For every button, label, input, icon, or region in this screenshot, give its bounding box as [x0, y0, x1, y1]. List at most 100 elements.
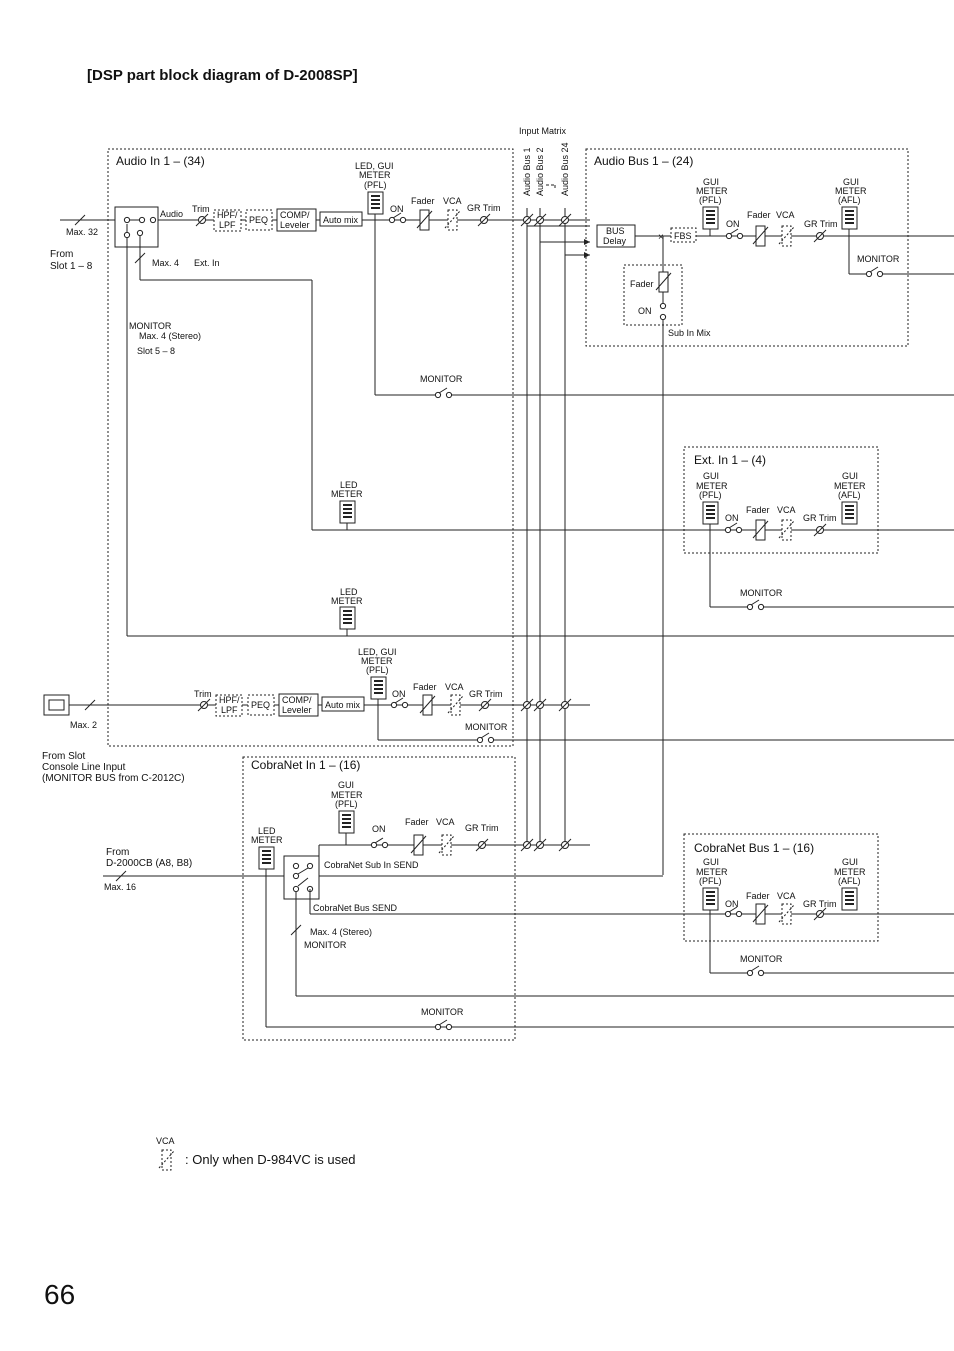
console-comp-leveler-block: [278, 693, 319, 717]
audio-in-section-title: Audio In 1 – (34): [116, 154, 205, 168]
svg-text:MONITOR: MONITOR: [304, 940, 347, 950]
svg-text:METER: METER: [331, 790, 363, 800]
svg-text:LED, GUI: LED, GUI: [358, 647, 397, 657]
auto-mix-block: [319, 211, 363, 227]
svg-text:Fader: Fader: [747, 210, 771, 220]
svg-text:VCA: VCA: [443, 196, 462, 206]
matrix-bus-2-label: Audio Bus 2: [535, 147, 545, 196]
svg-text:ON: ON: [390, 204, 404, 214]
svg-text:MONITOR: MONITOR: [465, 722, 508, 732]
svg-text:Sub In Mix: Sub In Mix: [668, 328, 711, 338]
ext-in-pfl-meter: [702, 501, 719, 525]
svg-text:MONITOR: MONITOR: [420, 374, 463, 384]
svg-text:CobraNet In 1 – (16): CobraNet In 1 – (16): [251, 758, 360, 772]
svg-text:ON: ON: [372, 824, 386, 834]
audio-bus-afl-meter: [841, 206, 858, 230]
fbs-block: [670, 227, 697, 243]
sub-in-mix-block: [623, 264, 683, 326]
svg-text:Max. 4 (Stereo): Max. 4 (Stereo): [310, 927, 372, 937]
svg-text:Ext. In 1 – (4): Ext. In 1 – (4): [694, 453, 766, 467]
svg-text:MONITOR: MONITOR: [129, 321, 172, 331]
svg-text:Max. 2: Max. 2: [70, 720, 97, 730]
cobranet-router: [283, 855, 320, 900]
svg-text:GUI: GUI: [703, 857, 719, 867]
svg-text:(PFL): (PFL): [366, 665, 389, 675]
svg-text:(AFL): (AFL): [838, 490, 861, 500]
legend-text: : Only when D-984VC is used: [185, 1152, 356, 1167]
svg-text:GUI: GUI: [703, 471, 719, 481]
svg-text:BUS: BUS: [606, 226, 625, 236]
svg-text:VCA: VCA: [436, 817, 455, 827]
peq-block: [245, 209, 273, 231]
svg-text:(PFL): (PFL): [699, 876, 722, 886]
svg-text:METER: METER: [696, 186, 728, 196]
cobranet-in-led-meter: [258, 846, 275, 870]
svg-text:METER: METER: [361, 656, 393, 666]
svg-text:HPF/: HPF/: [217, 210, 238, 220]
page-title: [DSP part block diagram of D-2008SP]: [87, 67, 358, 84]
svg-text:GR Trim: GR Trim: [803, 899, 837, 909]
vca-legend-icon: [158, 1149, 175, 1171]
svg-text:Auto mix: Auto mix: [323, 215, 359, 225]
svg-text:METER: METER: [834, 481, 866, 491]
svg-text:MONITOR: MONITOR: [740, 954, 783, 964]
trim-label: Trim: [192, 204, 210, 214]
svg-text:METER: METER: [251, 835, 283, 845]
page-number: 66: [44, 1279, 75, 1310]
svg-text:CobraNet Bus 1 – (16): CobraNet Bus 1 – (16): [694, 841, 814, 855]
audio-in-section: [107, 148, 514, 747]
audio-in-meter: [367, 191, 384, 215]
cobranet-bus-afl-meter: [841, 887, 858, 911]
svg-text:×: ×: [658, 232, 664, 243]
rj45-connector-icon: [43, 694, 70, 716]
svg-text:Leveler: Leveler: [280, 220, 310, 230]
svg-text:ON: ON: [725, 513, 739, 523]
svg-text:VCA: VCA: [156, 1136, 175, 1146]
svg-text:Fader: Fader: [405, 817, 429, 827]
matrix-bus-1-label: Audio Bus 1: [522, 147, 532, 196]
ext-in-afl-meter: [841, 501, 858, 525]
svg-text:GR Trim: GR Trim: [467, 203, 501, 213]
svg-text:Fader: Fader: [746, 891, 770, 901]
console-meter: [370, 676, 387, 700]
svg-text:METER: METER: [696, 481, 728, 491]
comp-leveler-block: [276, 208, 317, 232]
svg-text:Audio Bus 1 – (24): Audio Bus 1 – (24): [594, 154, 693, 168]
svg-text:VCA: VCA: [776, 210, 795, 220]
audio-in-router: [114, 206, 159, 248]
svg-text:Max. 4: Max. 4: [152, 258, 179, 268]
svg-text:VCA: VCA: [777, 891, 796, 901]
svg-text:METER: METER: [331, 489, 363, 499]
svg-text:Delay: Delay: [603, 236, 627, 246]
svg-text:(MONITOR BUS from C-2012C): (MONITOR BUS from C-2012C): [42, 773, 185, 784]
svg-text:Leveler: Leveler: [282, 705, 312, 715]
svg-text:GR Trim: GR Trim: [465, 823, 499, 833]
svg-text:GR Trim: GR Trim: [803, 513, 837, 523]
svg-text:(PFL): (PFL): [699, 195, 722, 205]
svg-text:Trim: Trim: [194, 689, 212, 699]
svg-text:LED: LED: [258, 826, 276, 836]
ext-in-led-meter: [339, 500, 356, 524]
svg-text:(PFL): (PFL): [699, 490, 722, 500]
svg-text:PEQ: PEQ: [249, 215, 268, 225]
svg-text:(AFL): (AFL): [838, 876, 861, 886]
svg-text:LED: LED: [340, 587, 358, 597]
monitor-led-meter: [339, 606, 356, 630]
svg-text:FBS: FBS: [674, 231, 692, 241]
svg-text:Fader: Fader: [746, 505, 770, 515]
svg-text:Slot 5 – 8: Slot 5 – 8: [137, 346, 175, 356]
audio-bus-pfl-meter: [702, 206, 719, 230]
svg-text:METER: METER: [359, 170, 391, 180]
console-hpf-lpf-block: [215, 694, 243, 717]
svg-text:MONITOR: MONITOR: [740, 588, 783, 598]
svg-text:ON: ON: [725, 899, 739, 909]
svg-text:LPF: LPF: [219, 220, 236, 230]
svg-text:COMP/: COMP/: [280, 210, 310, 220]
max32-label: Max. 32: [66, 227, 98, 237]
svg-text:GR Trim: GR Trim: [804, 219, 838, 229]
svg-text:D-2000CB (A8, B8): D-2000CB (A8, B8): [106, 858, 192, 869]
svg-text:(PFL): (PFL): [335, 799, 358, 809]
svg-text:METER: METER: [696, 867, 728, 877]
